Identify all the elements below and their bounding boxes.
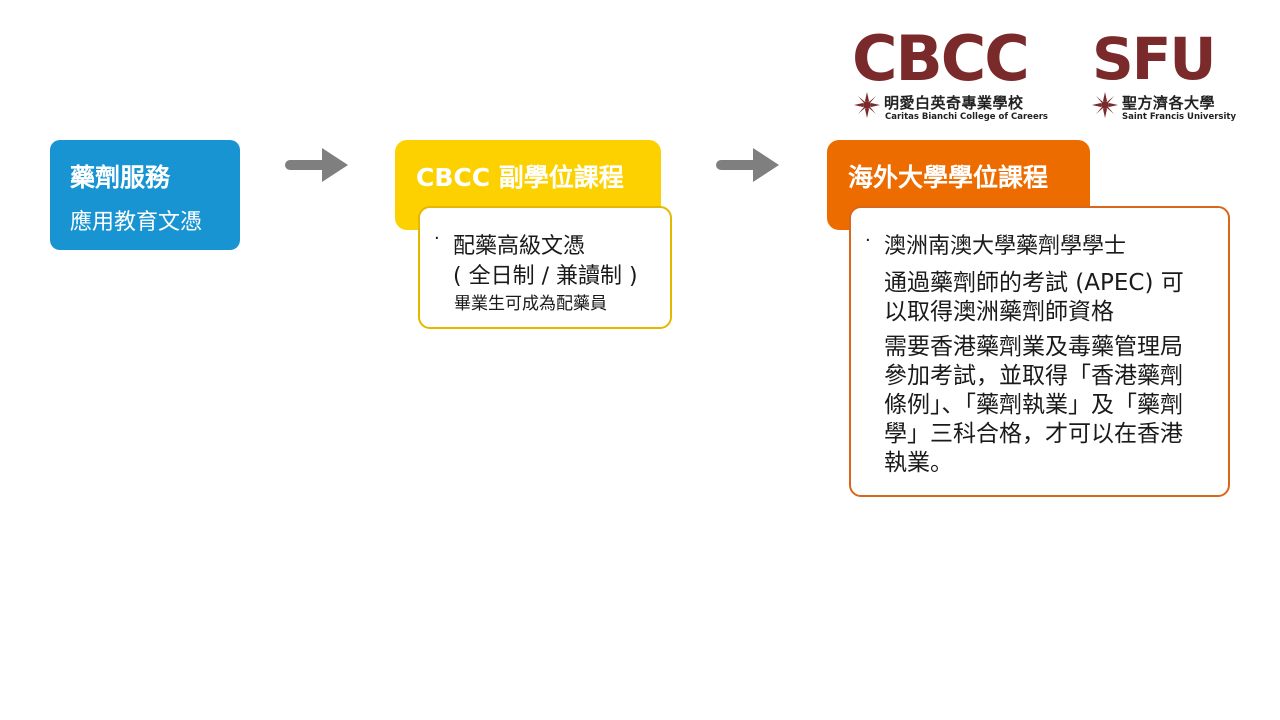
sfu-logo-english: Saint Francis University [1122, 112, 1236, 122]
step3-title: 海外大學學位課程 [848, 163, 1049, 192]
step2-detail-box: · 配藥高級文憑 ( 全日制 / 兼讀制 ) 畢業生可成為配藥員 [418, 206, 672, 329]
step1-subtitle: 應用教育文憑 [70, 210, 203, 235]
step3-detail-line: 參加考試，並取得「香港藥劑 [884, 363, 1183, 389]
step3-detail-box: · 澳洲南澳大學藥劑學學士 通過藥劑師的考試 (APEC) 可 以取得澳洲藥劑師… [849, 206, 1230, 497]
step1-box: 藥劑服務 應用教育文憑 [50, 140, 240, 250]
step2-detail-line: ( 全日制 / 兼讀制 ) [453, 264, 638, 289]
sfu-logo: SFU 聖方濟各大學 Saint Francis University [1092, 30, 1237, 124]
step3-detail-line: 通過藥劑師的考試 (APEC) 可 [884, 270, 1184, 296]
step1-title: 藥劑服務 [70, 163, 171, 192]
step3-detail-line: 澳洲南澳大學藥劑學學士 [884, 234, 1127, 259]
sfu-logo-mark: SFU [1092, 25, 1216, 93]
cbcc-logo-english: Caritas Bianchi College of Careers [885, 112, 1048, 122]
arrow-right-icon [716, 148, 779, 182]
step2-title: CBCC 副學位課程 [416, 163, 624, 192]
step3-detail-line: 條例」、「藥劑執業」及「藥劑 [884, 392, 1183, 418]
step3-detail-line: 以取得澳洲藥劑師資格 [884, 299, 1114, 325]
bullet: · [865, 230, 871, 251]
sfu-logo-chinese: 聖方濟各大學 [1122, 94, 1216, 112]
cbcc-logo-chinese: 明愛白英奇專業學校 [884, 94, 1024, 112]
cbcc-logo: CBCC 明愛白英奇專業學校 Caritas Bianchi College o… [852, 28, 1048, 124]
step3-detail-line: 執業。 [884, 450, 953, 476]
arrow-right-icon [285, 148, 348, 182]
step2-detail-line: 畢業生可成為配藥員 [454, 294, 607, 314]
cbcc-logo-mark: CBCC [852, 22, 1030, 95]
caritas-flame-icon [854, 92, 880, 118]
step3-detail-line: 學」三科合格，才可以在香港 [884, 421, 1183, 447]
bullet: · [434, 228, 440, 249]
step2-detail-line: 配藥高級文憑 [453, 234, 586, 259]
caritas-flame-icon [1092, 92, 1118, 118]
step3-detail-line: 需要香港藥劑業及毒藥管理局 [884, 334, 1183, 360]
